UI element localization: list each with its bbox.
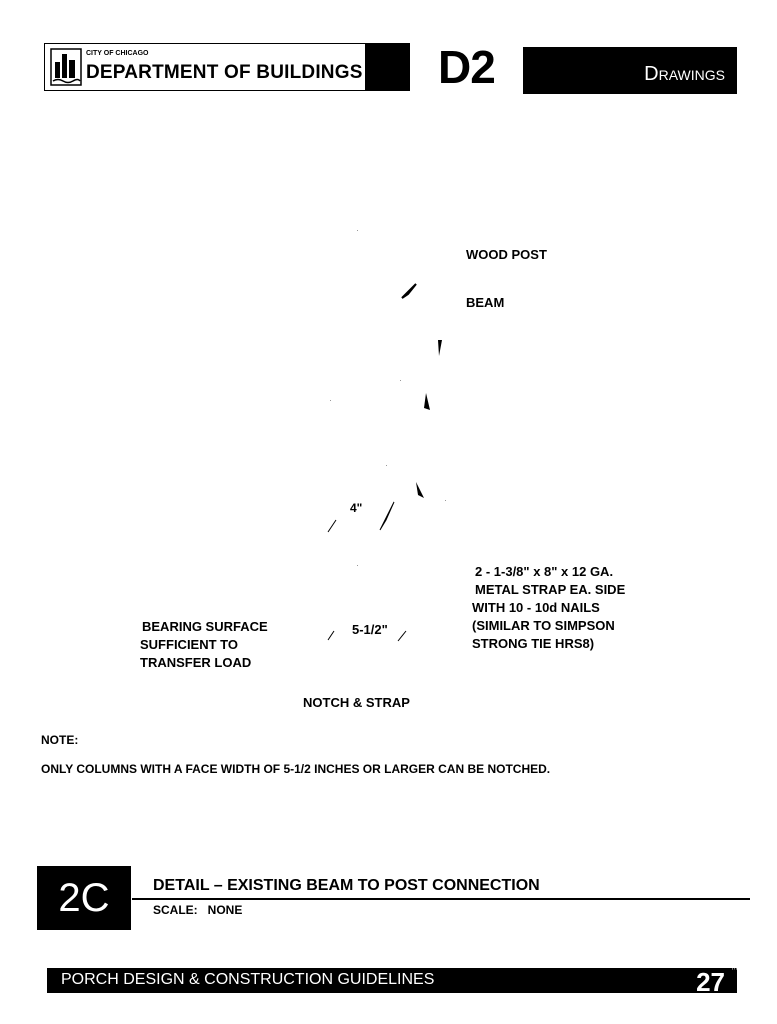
label-bearing-surface: BEARING SURFACE SUFFICIENT TO TRANSFER L… xyxy=(140,618,268,672)
dim-tick xyxy=(327,630,335,641)
note-heading: NOTE: xyxy=(41,733,79,747)
dim-tick xyxy=(327,519,337,533)
arrow-beam xyxy=(438,340,442,356)
department-header-box xyxy=(44,43,366,91)
strap-line: (SIMILAR TO SIMPSON xyxy=(472,618,615,633)
dim-tick xyxy=(397,630,407,642)
section-label: SECTION xyxy=(401,44,412,90)
section-title-bar: Drawings xyxy=(523,47,737,94)
detail-tag: 2C xyxy=(37,866,131,930)
page-label: PAGE xyxy=(730,953,736,970)
strap-line: METAL STRAP EA. SIDE xyxy=(475,582,626,597)
section-code: D2 xyxy=(438,41,496,93)
department-name: DEPARTMENT OF BUILDINGS xyxy=(86,62,363,83)
footer-title: PORCH DESIGN & CONSTRUCTION GUIDELINES xyxy=(61,971,435,988)
city-label: CITY OF CHICAGO xyxy=(86,50,149,57)
bearing-line: BEARING SURFACE xyxy=(142,619,268,634)
leader-arrows xyxy=(327,283,442,642)
dimension-4in: 4" xyxy=(350,501,363,515)
bearing-line: TRANSFER LOAD xyxy=(140,655,252,670)
footer-bar: PORCH DESIGN & CONSTRUCTION GUIDELINES 2… xyxy=(47,954,737,997)
arrow-strap-2 xyxy=(416,482,424,498)
strap-line: 2 - 1-3/8" x 8" x 12 GA. xyxy=(475,564,614,579)
arrow-strap-1 xyxy=(424,393,430,410)
title-rule xyxy=(132,898,750,900)
detail-title: DETAIL – EXISTING BEAM TO POST CONNECTIO… xyxy=(153,877,540,894)
section-title: Drawings xyxy=(644,63,725,85)
strap-line: WITH 10 - 10d NAILS xyxy=(472,600,600,615)
page-number: 27 xyxy=(696,967,725,997)
note-text: ONLY COLUMNS WITH A FACE WIDTH OF 5-1/2 … xyxy=(41,762,551,776)
header-black-block xyxy=(366,43,410,91)
detail-scale: SCALE: NONE xyxy=(153,903,243,917)
chicago-skyline-logo-icon xyxy=(50,48,82,86)
bearing-line: SUFFICIENT TO xyxy=(140,637,238,652)
label-wood-post: WOOD POST xyxy=(466,247,547,262)
strap-line: STRONG TIE HRS8) xyxy=(472,636,595,651)
arrow-dim-4 xyxy=(379,501,395,531)
drawing-caption: NOTCH & STRAP xyxy=(303,695,410,710)
arrow-wood-post xyxy=(401,283,417,299)
label-metal-strap: 2 - 1-3/8" x 8" x 12 GA. METAL STRAP EA.… xyxy=(472,563,625,653)
dimension-5-1-2in: 5-1/2" xyxy=(352,622,388,637)
label-beam: BEAM xyxy=(466,295,505,310)
